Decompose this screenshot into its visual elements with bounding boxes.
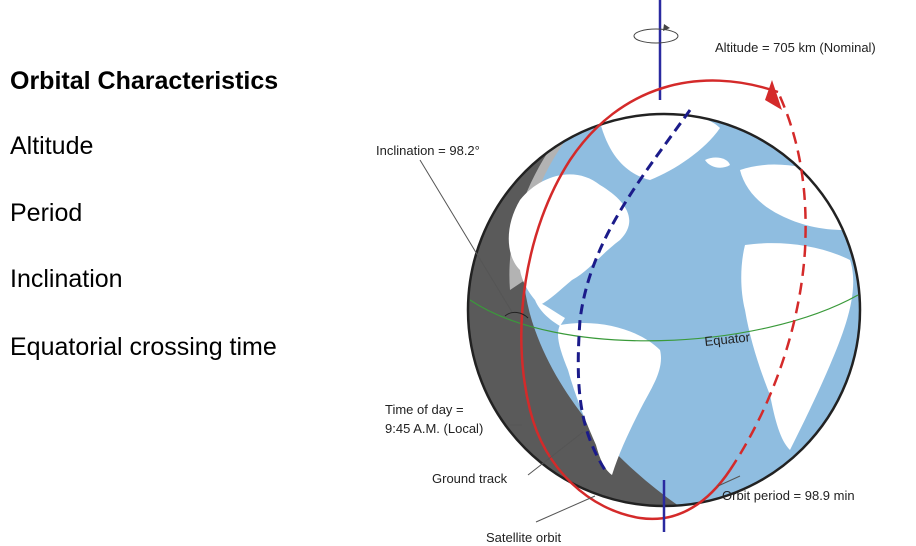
orbit-period-label: Orbit period = 98.9 min [722,488,855,503]
item-altitude: Altitude [10,132,94,160]
orbit-period-leader [717,475,741,487]
land-africa [741,243,854,450]
land-north-america [508,174,630,305]
equator-label: Equator [704,329,752,349]
ground-track [576,109,692,471]
inclination-label: Inclination = 98.2° [376,143,480,158]
land-central-america [535,300,565,326]
rotation-arrow-icon [633,24,679,44]
time-of-day-label-line-2: 9:45 A.M. (Local) [385,421,483,436]
satellite-orbit-back [728,91,807,471]
time-of-day-label-line-1: Time of day = [385,402,464,417]
altitude-label: Altitude = 705 km (Nominal) [715,40,876,55]
satellite-orbit-leader [535,495,596,523]
land-south-america [557,322,661,475]
panel-heading: Orbital Characteristics [10,67,279,95]
globe [468,114,860,506]
equator-line [469,294,859,342]
land-greenland [600,114,720,180]
satellite-orbit-label: Satellite orbit [486,530,562,545]
item-equatorial-crossing-time: Equatorial crossing time [10,333,277,361]
item-period: Period [10,199,83,227]
satellite-orbit-front [520,79,779,521]
inclination-arc [504,311,529,319]
ground-track-leader [527,431,584,476]
item-inclination: Inclination [10,265,123,293]
orbit-direction-arrow-icon [765,80,782,110]
ground-track-label: Ground track [432,471,508,486]
inclination-leader [419,159,513,313]
land-iceland [705,157,730,168]
